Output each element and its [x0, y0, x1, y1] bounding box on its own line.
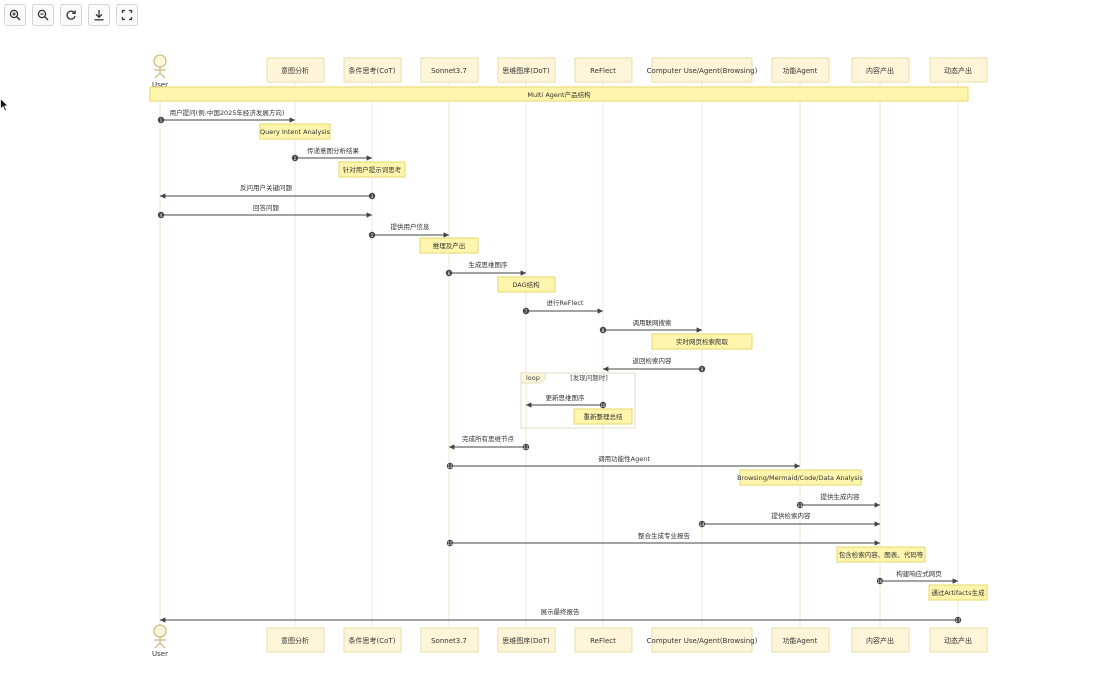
loop-condition: [发现问题时] — [570, 373, 608, 382]
download-button[interactable] — [88, 4, 110, 26]
message-num-16: 16 — [877, 579, 883, 584]
lifelines — [159, 82, 959, 628]
message-label-15: 整合生成专业报告 — [638, 531, 691, 540]
message-num-7: 7 — [525, 309, 528, 314]
actor-head-icon — [153, 624, 167, 638]
participant-bottom-1: 意图分析 — [281, 636, 309, 645]
message-label-10: 更新思维图序 — [546, 393, 586, 402]
participants-bottom: 意图分析 条件思考(CoT) Sonnet3.7 思维图序(DoT) ReFle… — [266, 627, 988, 653]
note-1: Query Intent Analysis — [260, 128, 331, 136]
actor-head-icon — [153, 54, 167, 68]
message-num-3: 3 — [371, 194, 374, 199]
actor-label-bottom: User — [152, 650, 168, 658]
participant-top-3: Sonnet3.7 — [431, 67, 467, 75]
message-num-15: 15 — [447, 541, 453, 546]
fullscreen-button[interactable] — [116, 4, 138, 26]
note-7: Browsing/Mermaid/Code/Data Analysis — [737, 474, 863, 482]
message-num-17: 17 — [955, 618, 961, 623]
participant-bottom-9: 动态产出 — [944, 636, 972, 645]
note-5: 实时网页检索爬取 — [676, 337, 729, 346]
participant-top-6: Computer Use/Agent(Browsing) — [647, 67, 758, 75]
message-num-4: 4 — [160, 213, 163, 218]
message-label-9: 返回检索内容 — [633, 356, 673, 365]
zoom-in-icon — [9, 9, 21, 21]
message-label-2: 传递意图分析结果 — [307, 146, 360, 155]
message-label-7: 进行ReFlect — [547, 298, 584, 307]
message-num-14: 14 — [699, 522, 705, 527]
message-num-11: 11 — [523, 445, 529, 450]
message-label-14: 提供检索内容 — [772, 511, 812, 520]
message-num-8: 8 — [602, 328, 605, 333]
message-num-9: 9 — [701, 367, 704, 372]
message-num-10: 10 — [600, 403, 606, 408]
participant-bottom-7: 功能Agent — [783, 636, 818, 645]
svg-text:Multi Agent产品结构: Multi Agent产品结构 — [527, 90, 591, 99]
participant-bottom-8: 内容产出 — [866, 636, 894, 645]
message-label-6: 生成思维图序 — [469, 260, 509, 269]
actor-user-top: User — [152, 54, 168, 89]
participant-top-1: 意图分析 — [281, 66, 309, 75]
message-label-1: 用户提问(例:中国2025年经济发展方向) — [170, 108, 285, 117]
note-8: 包含检索内容、图表、代码等 — [839, 550, 924, 559]
participant-bottom-6: Computer Use/Agent(Browsing) — [647, 637, 758, 645]
message-num-12: 12 — [447, 464, 453, 469]
note-6: 重新整理总结 — [584, 412, 624, 421]
message-label-12: 调用功能性Agent — [598, 454, 650, 463]
download-icon — [94, 10, 104, 21]
message-label-8: 调用联网搜索 — [633, 318, 673, 327]
mouse-cursor-icon — [0, 98, 9, 112]
participants-top: 意图分析 条件思考(CoT) Sonnet3.7 思维图序(DoT) ReFle… — [266, 57, 988, 83]
message-num-13: 13 — [797, 503, 803, 508]
message-label-11: 完成所有思维节点 — [462, 434, 515, 443]
message-label-13: 提供生成内容 — [821, 492, 861, 501]
loop-label: loop — [526, 374, 540, 382]
participant-top-9: 动态产出 — [944, 66, 972, 75]
message-num-5: 5 — [371, 233, 374, 238]
message-num-2: 2 — [294, 156, 297, 161]
message-label-4: 回答问题 — [253, 203, 280, 212]
note-4: DAG结构 — [512, 280, 540, 289]
fullscreen-icon — [121, 9, 133, 21]
participant-bottom-4: 思维图序(DoT) — [502, 636, 550, 645]
participant-bottom-3: Sonnet3.7 — [431, 637, 467, 645]
zoom-out-icon — [37, 9, 49, 21]
participant-top-2: 条件思考(CoT) — [349, 66, 396, 75]
note-3: 推理及产出 — [433, 241, 466, 250]
messages: 用户提问(例:中国2025年经济发展方向) 1 传递意图分析结果 2 反问用户关… — [157, 108, 962, 624]
message-label-5: 提供用户信息 — [391, 222, 431, 231]
message-num-6: 6 — [448, 271, 451, 276]
banner-note: Multi Agent产品结构 — [149, 86, 969, 102]
refresh-icon — [66, 10, 76, 20]
participant-bottom-5: ReFlect — [590, 637, 616, 645]
note-2: 针对用户提示词思考 — [343, 165, 402, 174]
message-label-17: 展示最终报告 — [541, 607, 581, 616]
participant-bottom-2: 条件思考(CoT) — [349, 636, 396, 645]
message-label-16: 构建响应式网页 — [896, 569, 942, 578]
reset-button[interactable] — [60, 4, 82, 26]
message-num-1: 1 — [160, 118, 163, 123]
participant-top-8: 内容产出 — [866, 66, 894, 75]
actor-user-bottom: User — [152, 624, 168, 658]
participant-top-4: 思维图序(DoT) — [502, 66, 550, 75]
actor-label-top: User — [152, 81, 168, 89]
zoom-out-button[interactable] — [32, 4, 54, 26]
note-9: 通过Artifacts生成 — [931, 588, 985, 597]
zoom-in-button[interactable] — [4, 4, 26, 26]
participant-top-5: ReFlect — [590, 67, 616, 75]
message-label-3: 反问用户关键问题 — [240, 183, 293, 192]
notes: Query Intent Analysis 针对用户提示词思考 推理及产出 DA… — [259, 123, 988, 601]
loop-frame: loop [发现问题时] — [520, 372, 636, 429]
toolbar — [4, 4, 138, 26]
participant-top-7: 功能Agent — [783, 66, 818, 75]
